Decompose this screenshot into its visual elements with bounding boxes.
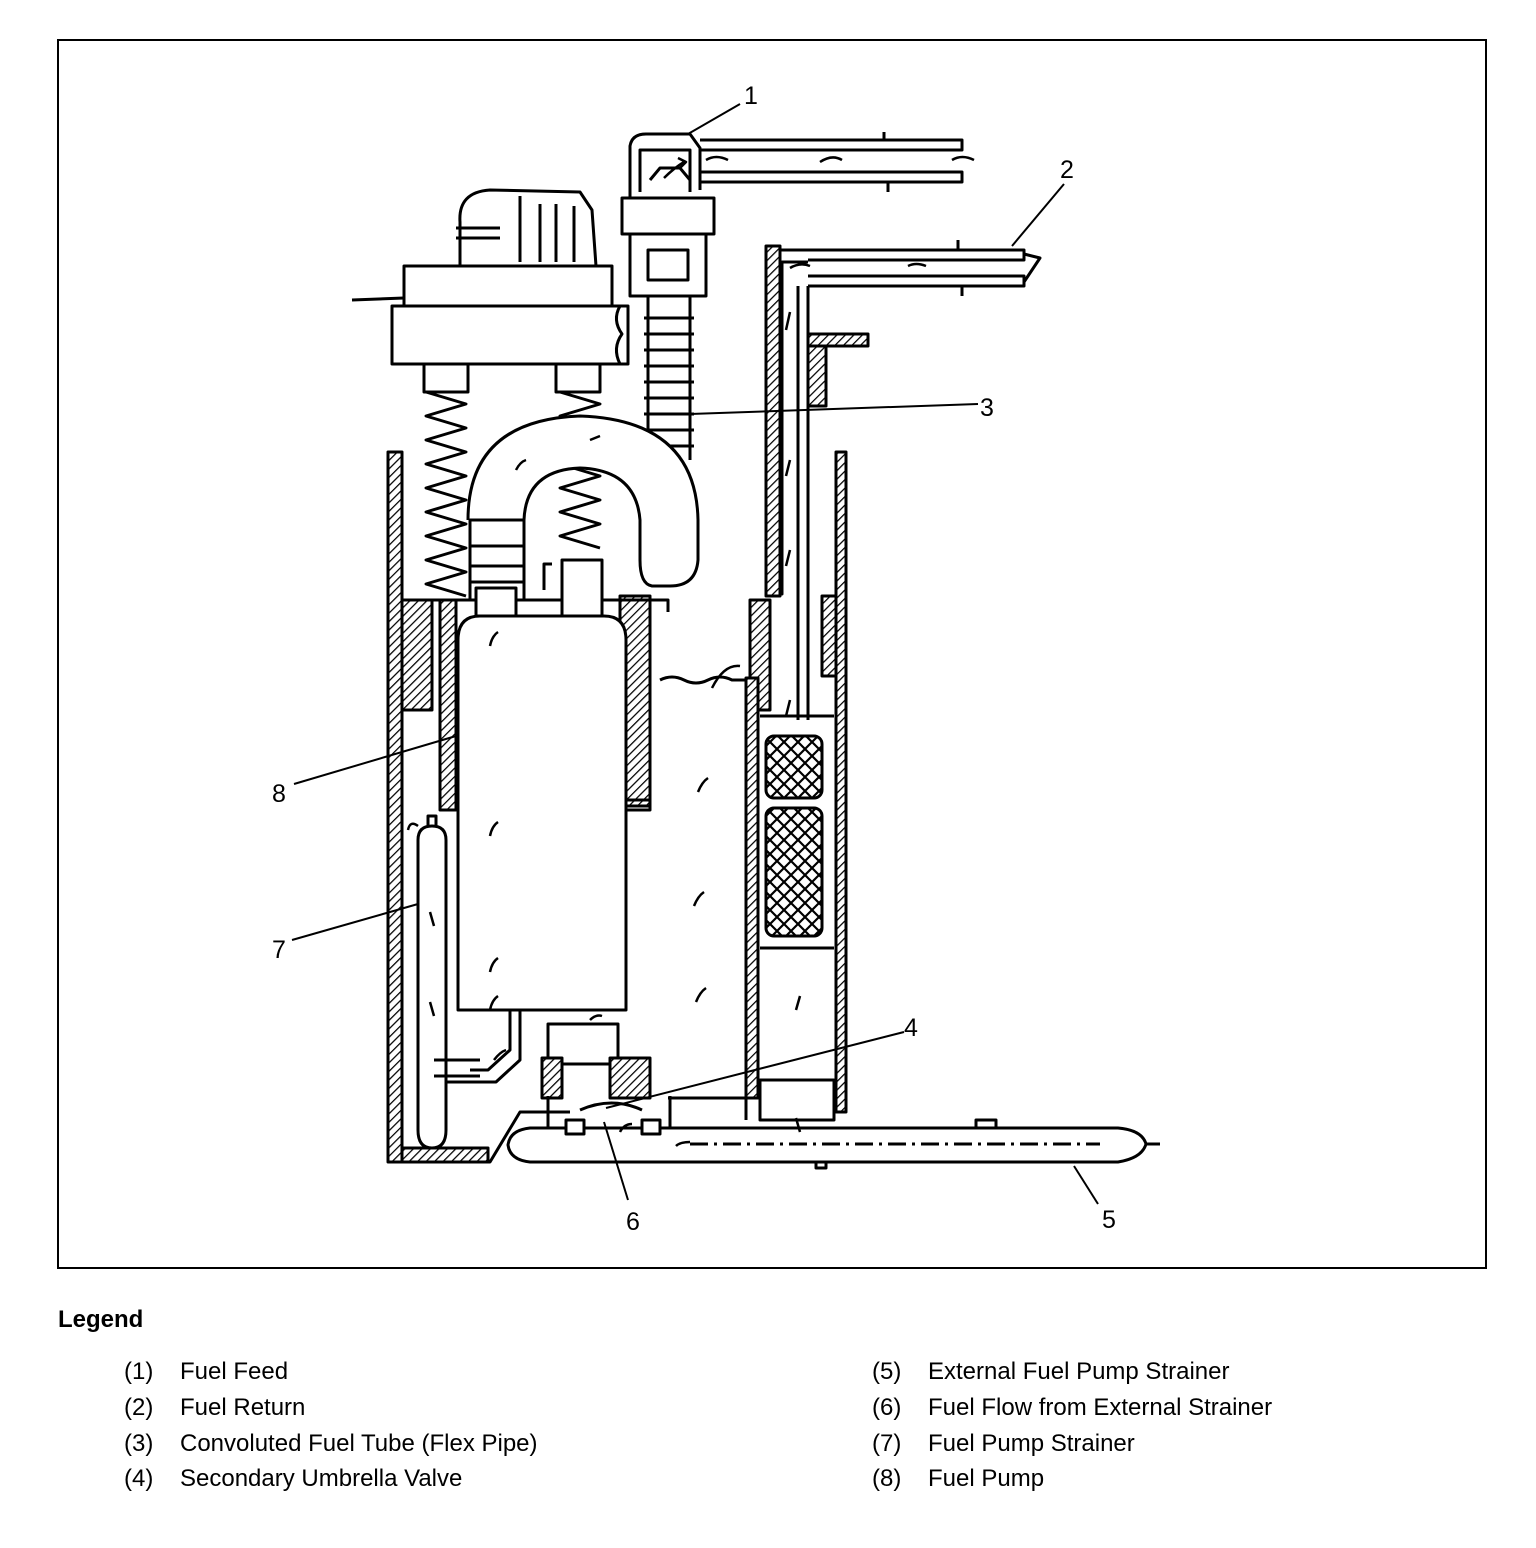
fuel-pump-body — [456, 558, 628, 1012]
callout-4: 4 — [904, 1014, 918, 1042]
callout-2: 2 — [1060, 156, 1074, 184]
module-cover — [351, 264, 630, 366]
external-fuel-pump-strainer — [506, 1118, 1160, 1170]
leader-lines — [291, 103, 1099, 1205]
flow-arrows — [406, 155, 975, 1147]
callout-7: 7 — [272, 936, 286, 964]
fuel-feed-line — [620, 132, 964, 298]
legend-item: (5) External Fuel Pump Strainer — [872, 1358, 1229, 1386]
legend-item: (2) Fuel Return — [124, 1394, 305, 1422]
legend-number: (7) — [872, 1430, 902, 1457]
left-guide-rod — [422, 362, 470, 598]
callout-5: 5 — [1102, 1206, 1116, 1234]
legend-item: (7) Fuel Pump Strainer — [872, 1430, 1135, 1458]
legend-number: (3) — [124, 1430, 154, 1457]
legend-item: (3) Convoluted Fuel Tube (Flex Pipe) — [124, 1430, 538, 1458]
legend-label: Convoluted Fuel Tube (Flex Pipe) — [180, 1430, 538, 1457]
legend-item: (1) Fuel Feed — [124, 1358, 288, 1386]
legend-number: (8) — [872, 1465, 902, 1492]
callout-1: 1 — [744, 82, 758, 110]
legend-number: (2) — [124, 1394, 154, 1421]
pump-base — [440, 1010, 672, 1132]
legend-label: External Fuel Pump Strainer — [928, 1358, 1230, 1385]
inline-strainer-mesh — [764, 734, 824, 938]
fuel-return-line — [764, 240, 1042, 720]
legend-number: (6) — [872, 1394, 902, 1421]
jet-pump-housing — [659, 450, 848, 1122]
callout-numbers: 1 2 3 4 5 6 7 8 — [272, 82, 1116, 1236]
callout-3: 3 — [980, 394, 994, 422]
legend-label: Fuel Pump Strainer — [928, 1430, 1135, 1457]
legend-label: Fuel Pump — [928, 1465, 1045, 1492]
legend-label: Fuel Return — [180, 1394, 306, 1421]
legend-label: Secondary Umbrella Valve — [180, 1465, 463, 1492]
legend-title: Legend — [58, 1306, 144, 1333]
legend-item: (8) Fuel Pump — [872, 1465, 1044, 1493]
diagram-frame — [57, 39, 1487, 1269]
legend-number: (4) — [124, 1465, 154, 1492]
legend-item: (6) Fuel Flow from External Strainer — [872, 1394, 1272, 1422]
legend-label: Fuel Flow from External Strainer — [928, 1394, 1273, 1421]
pump-sleeve — [626, 798, 748, 1120]
legend-item: (4) Secondary Umbrella Valve — [124, 1465, 462, 1493]
electrical-connector — [456, 188, 598, 268]
legend-number: (1) — [124, 1358, 154, 1385]
convoluted-fuel-tube — [466, 296, 700, 602]
fuel-pump-strainer — [416, 814, 480, 1150]
legend-number: (5) — [872, 1358, 902, 1385]
legend-label: Fuel Feed — [180, 1358, 289, 1385]
callout-6: 6 — [626, 1208, 640, 1236]
callout-8: 8 — [272, 780, 286, 808]
